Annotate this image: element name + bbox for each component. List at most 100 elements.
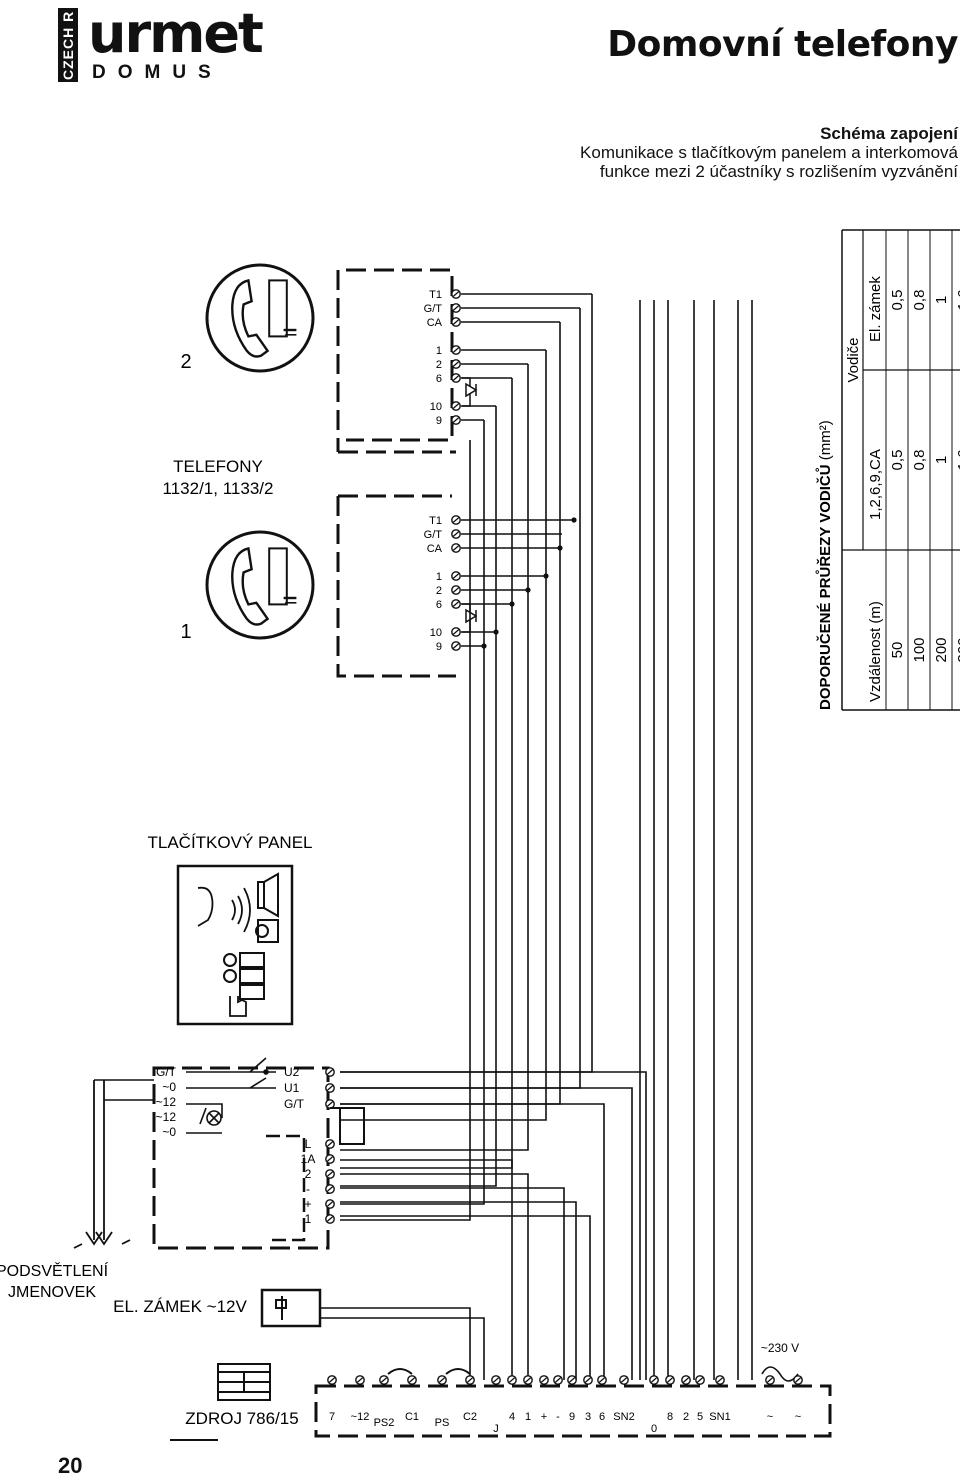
supply-terminal-label: + bbox=[541, 1411, 547, 1423]
supply-terminal-screw bbox=[327, 1375, 337, 1385]
panel-terminal-label: G/T bbox=[156, 1065, 177, 1079]
supply-terminal-screw bbox=[491, 1375, 501, 1385]
supply-terminal-screw bbox=[765, 1375, 775, 1385]
finger-press-icon bbox=[229, 996, 247, 1017]
button-panel bbox=[176, 864, 294, 1026]
panel-terminal-label: L bbox=[305, 1137, 312, 1151]
supply-terminal-label: 9 bbox=[569, 1411, 575, 1423]
phone-terminal-screw bbox=[451, 401, 461, 411]
supply-terminal-label: 2 bbox=[683, 1411, 689, 1423]
schema-heading: Schéma zapojení bbox=[820, 124, 958, 143]
table-cell-lock: 1 bbox=[933, 296, 950, 304]
panel-terminal-screw bbox=[325, 1184, 335, 1194]
diode-icon bbox=[465, 382, 478, 398]
supply-terminal-label: 4 bbox=[509, 1411, 515, 1423]
brand-logo: CZECH R urmet DOMUS bbox=[58, 2, 264, 86]
table-cell-distance: 200 bbox=[933, 637, 950, 662]
backlight-arrows bbox=[73, 1080, 131, 1249]
panel-terminal-screw bbox=[325, 1067, 335, 1077]
supply-terminal-label: 6 bbox=[599, 1411, 605, 1423]
phone-terminal-label: 2 bbox=[436, 359, 442, 371]
supply-terminal-block bbox=[314, 1384, 832, 1438]
panel-terminal-label: ~12 bbox=[156, 1110, 177, 1124]
supply-terminal-label: C2 bbox=[463, 1411, 477, 1423]
supply-terminal-label: ~12 bbox=[351, 1411, 370, 1423]
phone-terminal-screw bbox=[451, 585, 461, 595]
schema-line-1: Komunikace s tlačítkovým panelem a inter… bbox=[580, 143, 958, 162]
table-cell-wires: 1,6 bbox=[955, 450, 960, 471]
table-cell-wires: 1 bbox=[933, 456, 950, 464]
supply-terminal-label: 1 bbox=[525, 1411, 531, 1423]
phone-terminal-label: 6 bbox=[436, 373, 442, 385]
supply-terminal-screw bbox=[379, 1375, 389, 1385]
panel-terminal-screw bbox=[325, 1139, 335, 1149]
panel-terminal-label: U1 bbox=[284, 1081, 300, 1095]
phone-terminal-screw bbox=[451, 529, 461, 539]
person-speaking-icon bbox=[197, 886, 251, 933]
phone-terminal-label: 10 bbox=[430, 401, 442, 413]
supply-terminal-label: SN1 bbox=[709, 1411, 730, 1423]
phone-terminal-label: 2 bbox=[436, 585, 442, 597]
panel-terminal-label: 2 bbox=[305, 1167, 312, 1181]
phone-terminal-screw bbox=[451, 599, 461, 609]
jumper-links bbox=[387, 1368, 471, 1375]
phone-terminal-label: CA bbox=[427, 543, 443, 555]
phone-terminal-screw bbox=[451, 543, 461, 553]
supply-terminal-label: 3 bbox=[585, 1411, 591, 1423]
brand-name: urmet bbox=[88, 2, 264, 65]
supply-terminal-screw bbox=[793, 1375, 803, 1385]
speaker-icon bbox=[257, 872, 279, 918]
microphone-icon bbox=[255, 919, 279, 943]
electric-lock-icon bbox=[260, 1288, 322, 1328]
supply-terminal-screw bbox=[681, 1375, 691, 1385]
supply-terminal-label: 0 bbox=[651, 1423, 657, 1435]
supply-terminal-screw bbox=[507, 1375, 517, 1385]
phone-terminal-screw bbox=[451, 303, 461, 313]
mains-label: ~230 V bbox=[761, 1341, 799, 1355]
supply-terminal-screw bbox=[355, 1375, 365, 1385]
backlight-line2: JMENOVEK bbox=[8, 1284, 96, 1301]
panel-terminal-screw bbox=[325, 1169, 335, 1179]
supply-terminal-screw bbox=[465, 1375, 475, 1385]
panel-left-terminals: G/T~0~12~12~0 bbox=[156, 1065, 177, 1139]
phone-terminal-label: T1 bbox=[429, 289, 442, 301]
phone-terminal-label: G/T bbox=[424, 529, 443, 541]
phone-terminal-screw bbox=[451, 641, 461, 651]
wire-section-table: DOPORUČENÉ PRŮŘEZY VODIČŮ (mm²) Vodiče V… bbox=[815, 229, 960, 711]
phone-terminal-screw bbox=[451, 373, 461, 383]
phone-terminal-screw bbox=[451, 345, 461, 355]
power-supply-icon bbox=[217, 1363, 271, 1401]
supply-terminal-label: PS2 bbox=[374, 1417, 395, 1429]
phones-label-line2: 1132/1, 1133/2 bbox=[163, 479, 274, 498]
phone-terminal-label: 9 bbox=[436, 641, 442, 653]
backlight-line1: PODSVĚTLENÍ bbox=[0, 1261, 109, 1280]
supply-terminal-screw bbox=[539, 1375, 549, 1385]
supply-terminal-label: ~ bbox=[795, 1411, 801, 1423]
table-col-lock: El. zámek bbox=[867, 276, 884, 342]
panel-terminal-label: ~12 bbox=[156, 1095, 177, 1109]
panel-terminal-label: G/T bbox=[284, 1097, 305, 1111]
phone-terminal-label: T1 bbox=[429, 515, 442, 527]
table-cell-lock: 0,8 bbox=[911, 290, 928, 311]
table-cell-distance: 100 bbox=[911, 637, 928, 662]
supply-terminal-screw bbox=[597, 1375, 607, 1385]
supply-terminal-label: PS bbox=[435, 1417, 450, 1429]
phone-1: 1 bbox=[180, 494, 456, 678]
brand-sub: DOMUS bbox=[92, 62, 223, 83]
panel-terminal-screw bbox=[325, 1214, 335, 1224]
panel-label: TLAČÍTKOVÝ PANEL bbox=[147, 833, 312, 852]
supply-terminal-screw bbox=[695, 1375, 705, 1385]
supply-terminal-label: ~ bbox=[767, 1411, 773, 1423]
phone-terminal-screw bbox=[451, 571, 461, 581]
phone-terminal-label: CA bbox=[427, 317, 443, 329]
phone-terminal-label: 6 bbox=[436, 599, 442, 611]
phone-terminal-label: 1 bbox=[436, 345, 442, 357]
table-col-distance: Vzdálenost (m) bbox=[867, 601, 884, 702]
panel-terminal-screw bbox=[325, 1199, 335, 1209]
supply-terminal-label: 8 bbox=[667, 1411, 673, 1423]
phone-1-number: 1 bbox=[180, 621, 191, 643]
supply-terminal-screw bbox=[583, 1375, 593, 1385]
table-cell-lock: 0,5 bbox=[889, 290, 906, 311]
